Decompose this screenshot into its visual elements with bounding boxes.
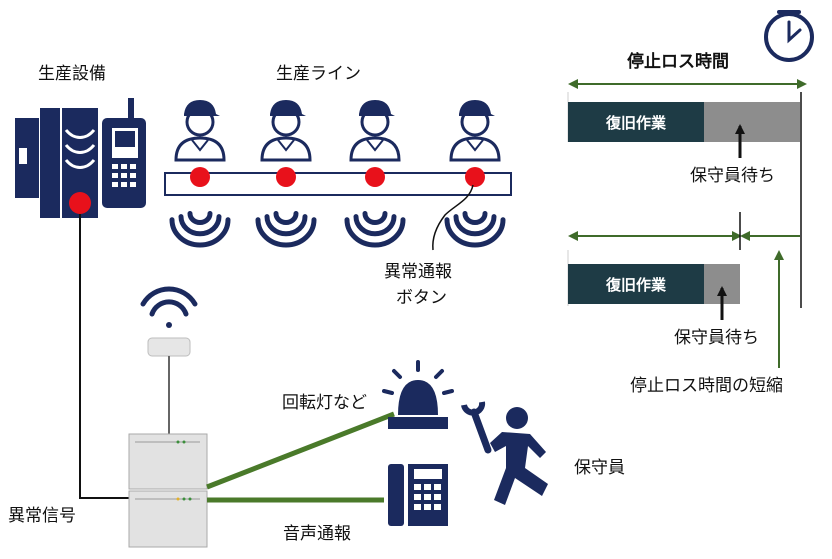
production-line-conveyor (164, 172, 512, 196)
wave-icon (344, 211, 406, 248)
recovery-work-label-1: 復旧作業 (605, 114, 667, 132)
timeline-after (567, 212, 800, 368)
abnormal-report-button[interactable] (190, 167, 210, 187)
phone-icon (388, 464, 448, 526)
worker-icon (260, 100, 312, 162)
recovery-work-label-2: 復旧作業 (605, 276, 667, 294)
wifi-icon (140, 286, 198, 328)
waiting-label-1: 保守員待ち (690, 166, 775, 186)
timeline-before (567, 79, 807, 308)
stop-loss-time-label: 停止ロス時間 (627, 52, 729, 72)
abnormal-button-label-line1: 異常通報 (384, 262, 452, 282)
worker-icon (349, 100, 401, 162)
waiting-label-2: 保守員待ち (674, 328, 759, 348)
abnormal-report-button[interactable] (465, 167, 485, 187)
worker-icon (174, 100, 226, 162)
wave-icon (255, 211, 317, 248)
production-equipment-label: 生産設備 (38, 64, 106, 84)
abnormal-button-label-line2: ボタン (396, 288, 447, 308)
wireless-receiver (147, 337, 191, 357)
beacon-light-icon (382, 360, 454, 429)
production-equipment-icon (15, 98, 146, 218)
wave-icon (444, 211, 506, 248)
abnormal-report-button[interactable] (276, 167, 296, 187)
abnormal-signal-label: 異常信号 (8, 506, 76, 526)
clock-icon (764, 10, 814, 62)
voice-report-label: 音声通報 (283, 524, 351, 544)
control-box-icon (128, 433, 208, 548)
rotating-light-label: 回転灯など (282, 393, 367, 413)
maintenance-staff-label: 保守員 (574, 458, 625, 478)
wrench-icon (461, 401, 492, 454)
wave-icon (169, 211, 231, 248)
stop-loss-reduction-label: 停止ロス時間の短縮 (630, 376, 783, 396)
worker-row (169, 100, 506, 248)
production-line-label: 生産ライン (276, 64, 361, 84)
worker-icon (449, 100, 501, 162)
running-person-icon (490, 407, 548, 505)
abnormal-report-button[interactable] (365, 167, 385, 187)
